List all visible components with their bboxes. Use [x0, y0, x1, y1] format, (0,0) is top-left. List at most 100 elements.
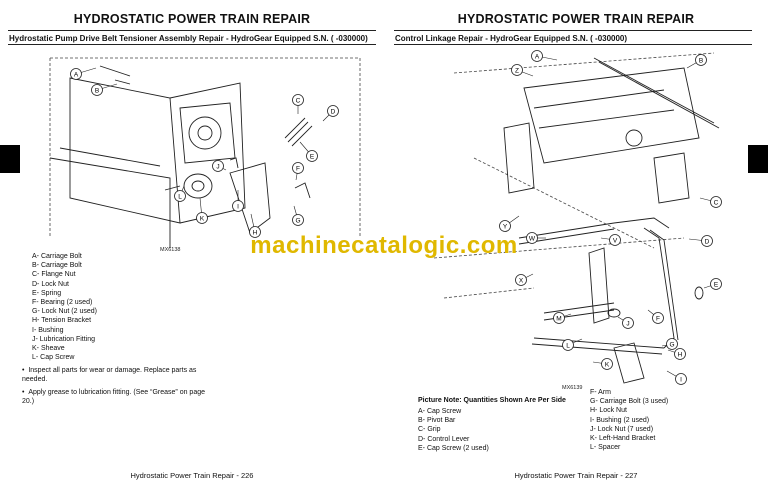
callout-label: I — [680, 376, 682, 383]
page-footer: Hydrostatic Power Train Repair - 227 — [514, 471, 638, 480]
legend-item: D- Control Lever — [418, 435, 470, 443]
callout-label: W — [529, 235, 536, 242]
callout-circle — [695, 54, 707, 66]
picture-note: Picture Note: Quantities Shown Are Per S… — [418, 397, 566, 404]
legend-item: B- Pivot Bar — [418, 417, 456, 425]
note-item: • Inspect all parts for wear or damage. … — [22, 367, 197, 383]
callout-circle — [232, 200, 244, 212]
figure-code: MX6139 — [562, 385, 583, 391]
parts-legend-column-2: F- Arm G- Carriage Bolt (3 used)H- Lock N… — [590, 388, 668, 452]
right-page: HYDROSTATIC POWER TRAIN REPAIR Control L… — [384, 0, 768, 497]
legend-item: I- Bushing — [32, 326, 64, 334]
callout-circle — [306, 150, 318, 162]
callout-circle — [515, 274, 527, 286]
legend-item: J- Lubrication Fitting — [32, 335, 96, 343]
page-header: HYDROSTATIC POWER TRAIN REPAIR — [73, 12, 311, 26]
callout-circle — [292, 94, 304, 106]
callout-label: K — [200, 215, 205, 222]
callout-label: L — [566, 342, 570, 349]
callout-circle — [710, 278, 722, 290]
callout-circle — [609, 234, 621, 246]
callout-label: J — [626, 320, 629, 327]
legend-item: E- Spring — [32, 289, 62, 297]
legend-item: A- Cap Screw — [418, 408, 462, 415]
legend-item: K- Left-Hand Bracket — [590, 435, 656, 443]
subtitle-rule — [394, 44, 752, 45]
left-page: HYDROSTATIC POWER TRAIN REPAIR Hydrostat… — [0, 12, 376, 480]
header-rule — [8, 30, 376, 31]
callout-label: F — [296, 165, 300, 172]
legend-item: C- Flange Nut — [32, 271, 76, 279]
callout-circle — [70, 68, 82, 80]
legend-item: L- Cap Screw — [32, 354, 75, 362]
callout-label: H — [678, 351, 683, 358]
callout-circle — [174, 190, 186, 202]
callout-circle — [675, 373, 687, 385]
callout-label: D — [705, 238, 710, 245]
legend-item: E- Cap Screw (2 used) — [418, 444, 489, 452]
callout-circle — [553, 312, 565, 324]
callout-circle — [526, 232, 538, 244]
callout-label: C — [714, 199, 719, 206]
note-item: • Apply grease to lubrication fitting. (… — [22, 389, 205, 405]
callout-label: K — [605, 361, 610, 368]
callout-label: H — [253, 229, 258, 236]
callout-label: E — [310, 153, 315, 160]
callout-circle — [622, 317, 634, 329]
callout-label: E — [714, 281, 719, 288]
legend-item: H- Tension Bracket — [32, 317, 92, 325]
note-text: Inspect all parts for wear or damage. Re… — [22, 367, 197, 383]
page-header: HYDROSTATIC POWER TRAIN REPAIR — [457, 12, 695, 26]
legend-item: K- Sheave — [32, 345, 65, 353]
section-subtitle: Control Linkage Repair - HydroGear Equip… — [395, 34, 628, 43]
callout-circle — [511, 64, 523, 76]
callout-label: J — [216, 163, 219, 170]
note-text: Apply grease to lubrication fitting. (Se… — [22, 389, 205, 405]
legend-item: C- Grip — [418, 426, 441, 434]
callout-circle — [249, 226, 261, 238]
callout-label: X — [519, 277, 524, 284]
callout-label: G — [669, 341, 674, 348]
callout-circle — [531, 50, 543, 62]
watermark: machinecatalogic.com — [250, 232, 518, 259]
callout-label: M — [556, 315, 561, 322]
notes-list: • Inspect all parts for wear or damage. … — [22, 366, 207, 410]
legend-item: F- Bearing (2 used) — [32, 299, 93, 307]
figure-code: MX6138 — [160, 247, 181, 253]
callout-circle — [601, 358, 613, 370]
callout-circle — [710, 196, 722, 208]
callout-label: D — [331, 108, 336, 115]
callout-label: C — [296, 97, 301, 104]
callout-circle — [327, 105, 339, 117]
callout-label: Y — [503, 223, 508, 230]
callout-label: G — [295, 217, 300, 224]
callout-label: V — [613, 237, 618, 244]
legend-item: B- Carriage Bolt — [32, 262, 82, 270]
callout-label: Z — [515, 67, 519, 74]
callout-circle — [701, 235, 713, 247]
page-footer: Hydrostatic Power Train Repair - 226 — [130, 471, 254, 480]
legend-item: G- Carriage Bolt (3 used) — [590, 398, 669, 406]
callout-label: A — [74, 71, 79, 78]
section-tab — [748, 145, 768, 173]
header-rule — [394, 30, 752, 31]
subtitle-rule — [8, 44, 376, 45]
legend-item: G- Lock Nut (2 used) — [32, 308, 97, 316]
legend-item: L- Spacer — [590, 444, 621, 452]
callout-label: B — [95, 87, 99, 94]
legend-item: H- Lock Nut — [590, 407, 627, 415]
legend-item: F- Arm — [590, 389, 611, 396]
callout-circle — [292, 214, 304, 226]
callout-circle — [196, 212, 208, 224]
legend-item: J- Lock Nut (7 used) — [590, 425, 654, 433]
callout-circle — [562, 339, 574, 351]
section-subtitle: Hydrostatic Pump Drive Belt Tensioner As… — [9, 34, 368, 43]
callout-circle — [666, 338, 678, 350]
callout-circle — [652, 312, 664, 324]
